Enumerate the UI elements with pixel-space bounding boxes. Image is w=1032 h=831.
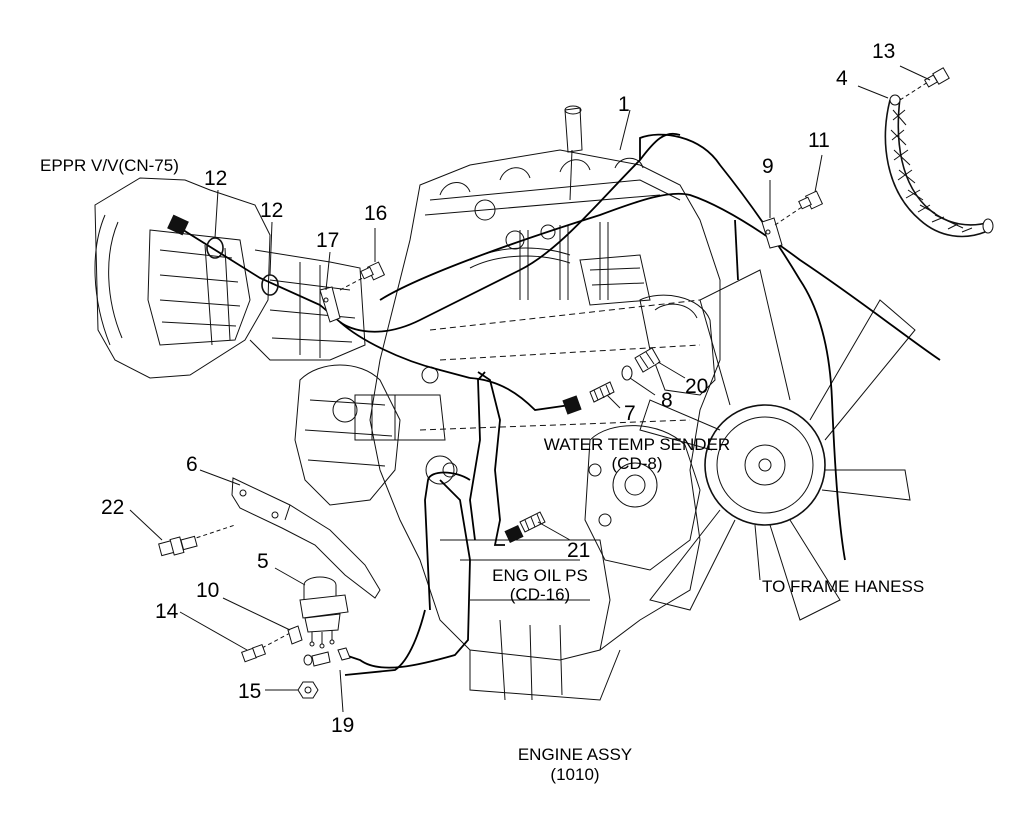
part-number-8: 8 xyxy=(661,389,673,412)
oil-pressure-connector xyxy=(504,524,524,544)
eppr-valve-callout: EPPR V/V(CN-75) xyxy=(40,156,179,175)
part-number-15: 15 xyxy=(238,680,262,703)
frame-harness-callout: TO FRAME HANESS xyxy=(762,577,925,596)
water-temp-sender-code: (CD-8) xyxy=(611,454,663,473)
eng-oil-ps-title: ENG OIL PS xyxy=(492,566,588,585)
washer-8 xyxy=(621,365,633,381)
part-number-12-b: 12 xyxy=(260,199,284,222)
bolt-11 xyxy=(774,190,824,226)
engine-assy-code: (1010) xyxy=(550,765,600,784)
part-number-9: 9 xyxy=(762,155,774,178)
adapter-20 xyxy=(634,347,661,373)
cooling-fan-drawing xyxy=(639,269,916,621)
part-number-4: 4 xyxy=(836,67,848,90)
part-number-22: 22 xyxy=(101,496,125,519)
eppr-connector xyxy=(167,214,189,236)
part-number-14: 14 xyxy=(155,600,179,623)
ground-strap-4 xyxy=(884,94,994,238)
bolt-13 xyxy=(899,67,950,101)
part-number-5: 5 xyxy=(257,550,269,573)
relay-5 xyxy=(299,576,349,649)
engine-assy-callout: ENGINE ASSY (1010) xyxy=(500,746,650,783)
part-number-6: 6 xyxy=(186,453,198,476)
bolt-16 xyxy=(339,261,386,291)
part-number-13: 13 xyxy=(872,40,896,63)
terminal-10 xyxy=(287,625,303,645)
part-number-7: 7 xyxy=(624,402,636,425)
engine-assembly-drawing xyxy=(94,105,721,701)
eng-oil-ps-callout: ENG OIL PS (CD-16) xyxy=(485,567,595,603)
nut-15 xyxy=(297,681,319,699)
part-number-21: 21 xyxy=(567,539,591,562)
bolt-22 xyxy=(158,524,236,557)
leader-lines xyxy=(129,65,931,713)
bracket-17 xyxy=(319,286,341,323)
bracket-6 xyxy=(231,477,381,599)
part-number-17: 17 xyxy=(316,229,340,252)
part-number-16: 16 xyxy=(364,202,388,225)
part-number-1: 1 xyxy=(618,93,630,116)
screw-14 xyxy=(241,631,293,663)
eng-oil-ps-code: (CD-16) xyxy=(509,585,571,604)
part-number-11: 11 xyxy=(808,129,830,152)
oil-pressure-sender-21 xyxy=(519,511,546,533)
water-temp-connector xyxy=(562,395,582,415)
part-number-19: 19 xyxy=(331,714,355,737)
part-number-20: 20 xyxy=(685,375,709,398)
water-temp-sender-7 xyxy=(589,381,615,403)
water-temp-sender-callout: WATER TEMP SENDER (CD-8) xyxy=(528,436,746,472)
terminal-19 xyxy=(303,647,351,667)
engine-assy-title: ENGINE ASSY xyxy=(517,745,633,764)
water-temp-sender-title: WATER TEMP SENDER xyxy=(543,435,731,454)
clamp-12-a xyxy=(206,237,224,259)
part-number-12-a: 12 xyxy=(204,167,228,190)
bracket-9 xyxy=(761,217,783,249)
part-number-10: 10 xyxy=(196,579,220,602)
